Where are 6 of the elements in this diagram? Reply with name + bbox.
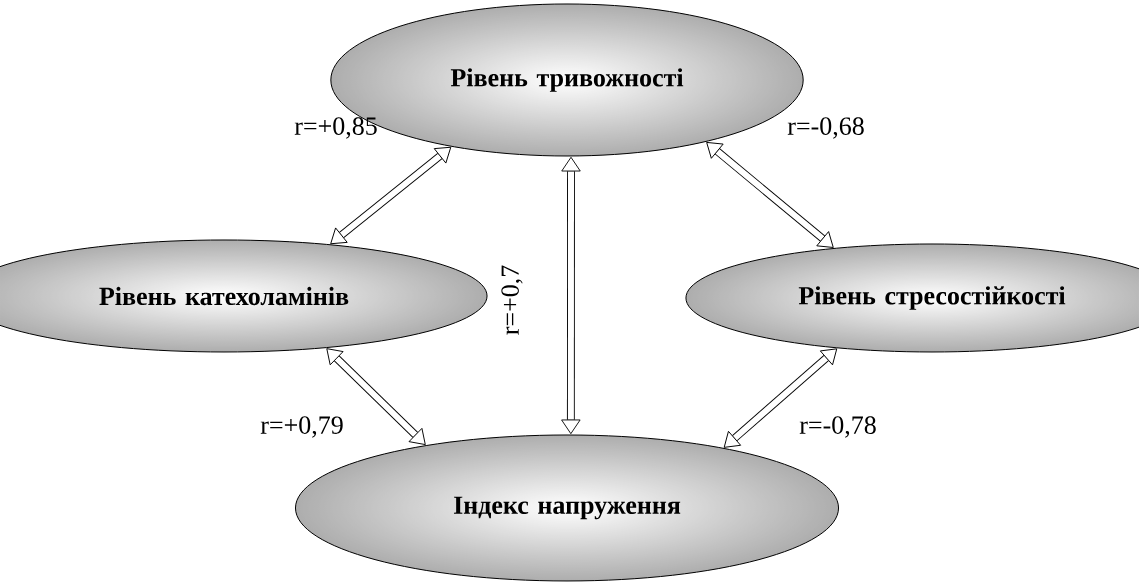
double-arrow [723,348,838,448]
double-arrow [706,141,834,248]
double-arrow [330,146,452,245]
edge-label: r=+0,7 [501,265,523,335]
double-arrow [561,156,581,435]
double-arrow [326,348,426,446]
